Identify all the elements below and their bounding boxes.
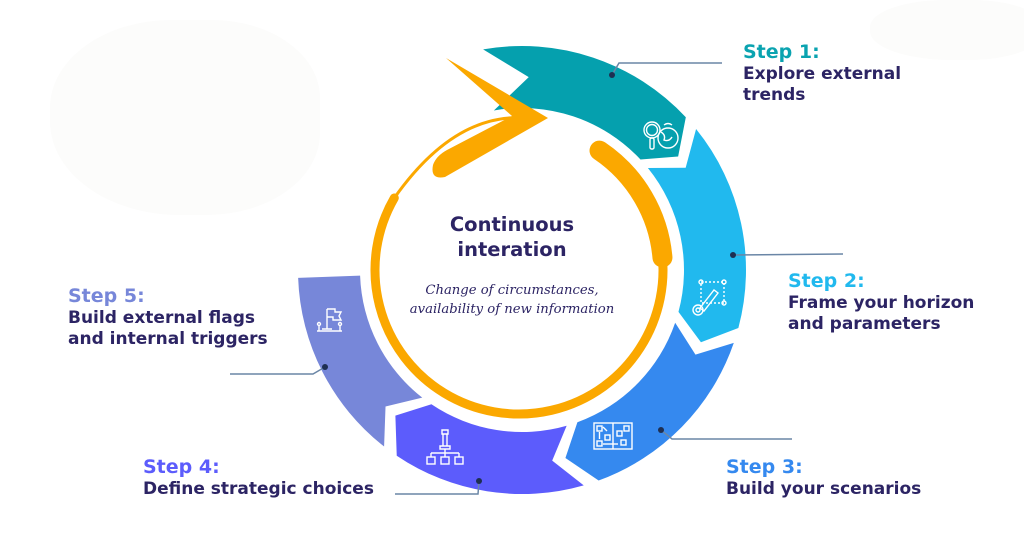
step-1-number: Step 1: [743, 41, 820, 63]
step-3-leader-dot [658, 427, 664, 433]
step-2-leader-line [732, 253, 844, 256]
magnifier-globe-icon [643, 121, 679, 150]
step-3-leader-line [660, 429, 792, 440]
center-subtitle-line2: availability of new information [409, 301, 615, 317]
center-title-line1: Continuous [449, 213, 575, 236]
background-blob-left [50, 20, 320, 215]
step-5-leader-line [230, 366, 326, 375]
step-4-label: Step 4: Define strategic choices [143, 456, 374, 500]
step-3-number: Step 3: [726, 456, 803, 478]
step-1-leader-line [611, 62, 722, 76]
step-2-number: Step 2: [788, 270, 865, 292]
step-3-segment [565, 322, 734, 481]
center-title-line2: interation [457, 238, 567, 262]
step-4-number: Step 4: [143, 456, 220, 478]
step-3-label: Step 3: Build your scenarios [726, 456, 921, 500]
scenario-board-icon [593, 422, 633, 450]
step-5-number: Step 5: [68, 285, 145, 307]
step-4-segment [395, 404, 584, 494]
step-5-leader-dot [322, 364, 328, 370]
step-5-segment [298, 275, 423, 447]
flag-podium-icon [316, 308, 343, 332]
background-blob-right [870, 0, 1024, 60]
step-4-leader-line [395, 480, 480, 495]
step-3-description: Build your scenarios [726, 479, 922, 500]
step-2-leader-dot [730, 252, 736, 258]
center-subtitle: Change of circumstances, availability of… [372, 282, 652, 319]
continuous-loop-arrow [370, 58, 673, 419]
step-4-description: Define strategic choices [143, 479, 374, 500]
step-1-leader-dot [609, 72, 615, 78]
chess-hierarchy-icon [426, 429, 464, 465]
step-2-segment [647, 129, 746, 343]
step-4-leader-dot [476, 478, 482, 484]
center-title: Continuous interation [402, 212, 622, 263]
pencil-gear-frame-icon [692, 279, 727, 316]
center-subtitle-line1: Change of circumstances, [425, 283, 599, 298]
loop-arrowhead-icon [432, 58, 548, 178]
loop-thick-start [589, 140, 673, 268]
step-1-segment [483, 46, 686, 160]
